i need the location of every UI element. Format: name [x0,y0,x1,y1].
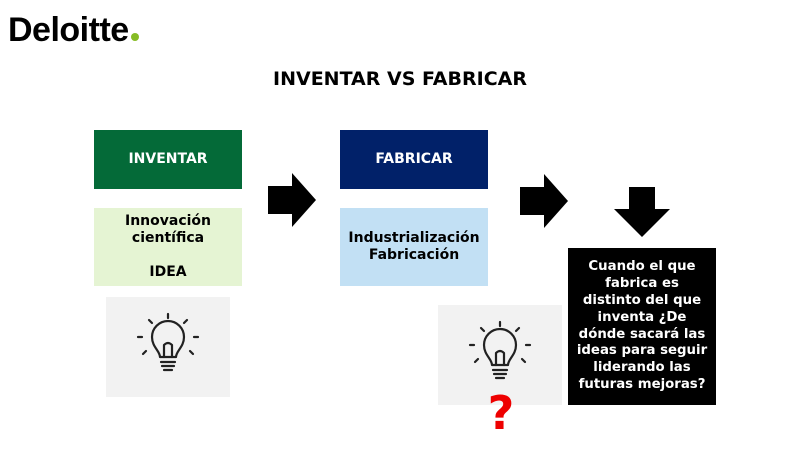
fabricar-line-2: Fabricación [368,247,460,263]
deloitte-logo: Deloitte [8,10,139,50]
fabricar-line-1: Industrialización [348,230,480,246]
fabricar-description: Industrialización Fabricación [340,208,488,286]
logo-dot [130,33,139,41]
inventar-line-2: científica [131,230,205,246]
idea-question-image-box [438,305,562,405]
inventar-description: Innovación científica IDEA [94,208,242,286]
inventar-line-3: IDEA [149,264,187,280]
lightbulb-icon [136,312,200,372]
lightbulb-icon [468,320,532,380]
question-mark: ? [487,386,515,440]
idea-image-box [106,297,230,397]
logo-text: Deloitte [8,11,129,49]
callout-text: Cuando el que fabrica es distinto del qu… [576,259,708,392]
arrow-right-icon [520,174,568,228]
inventar-header: INVENTAR [94,130,242,189]
slide-title: INVENTAR VS FABRICAR [273,68,527,90]
fabricar-header: FABRICAR [340,130,488,189]
arrow-down-icon [614,187,670,237]
callout-box: Cuando el que fabrica es distinto del qu… [568,248,716,405]
inventar-line-1: Innovación [124,213,212,229]
arrow-right-icon [268,173,316,227]
